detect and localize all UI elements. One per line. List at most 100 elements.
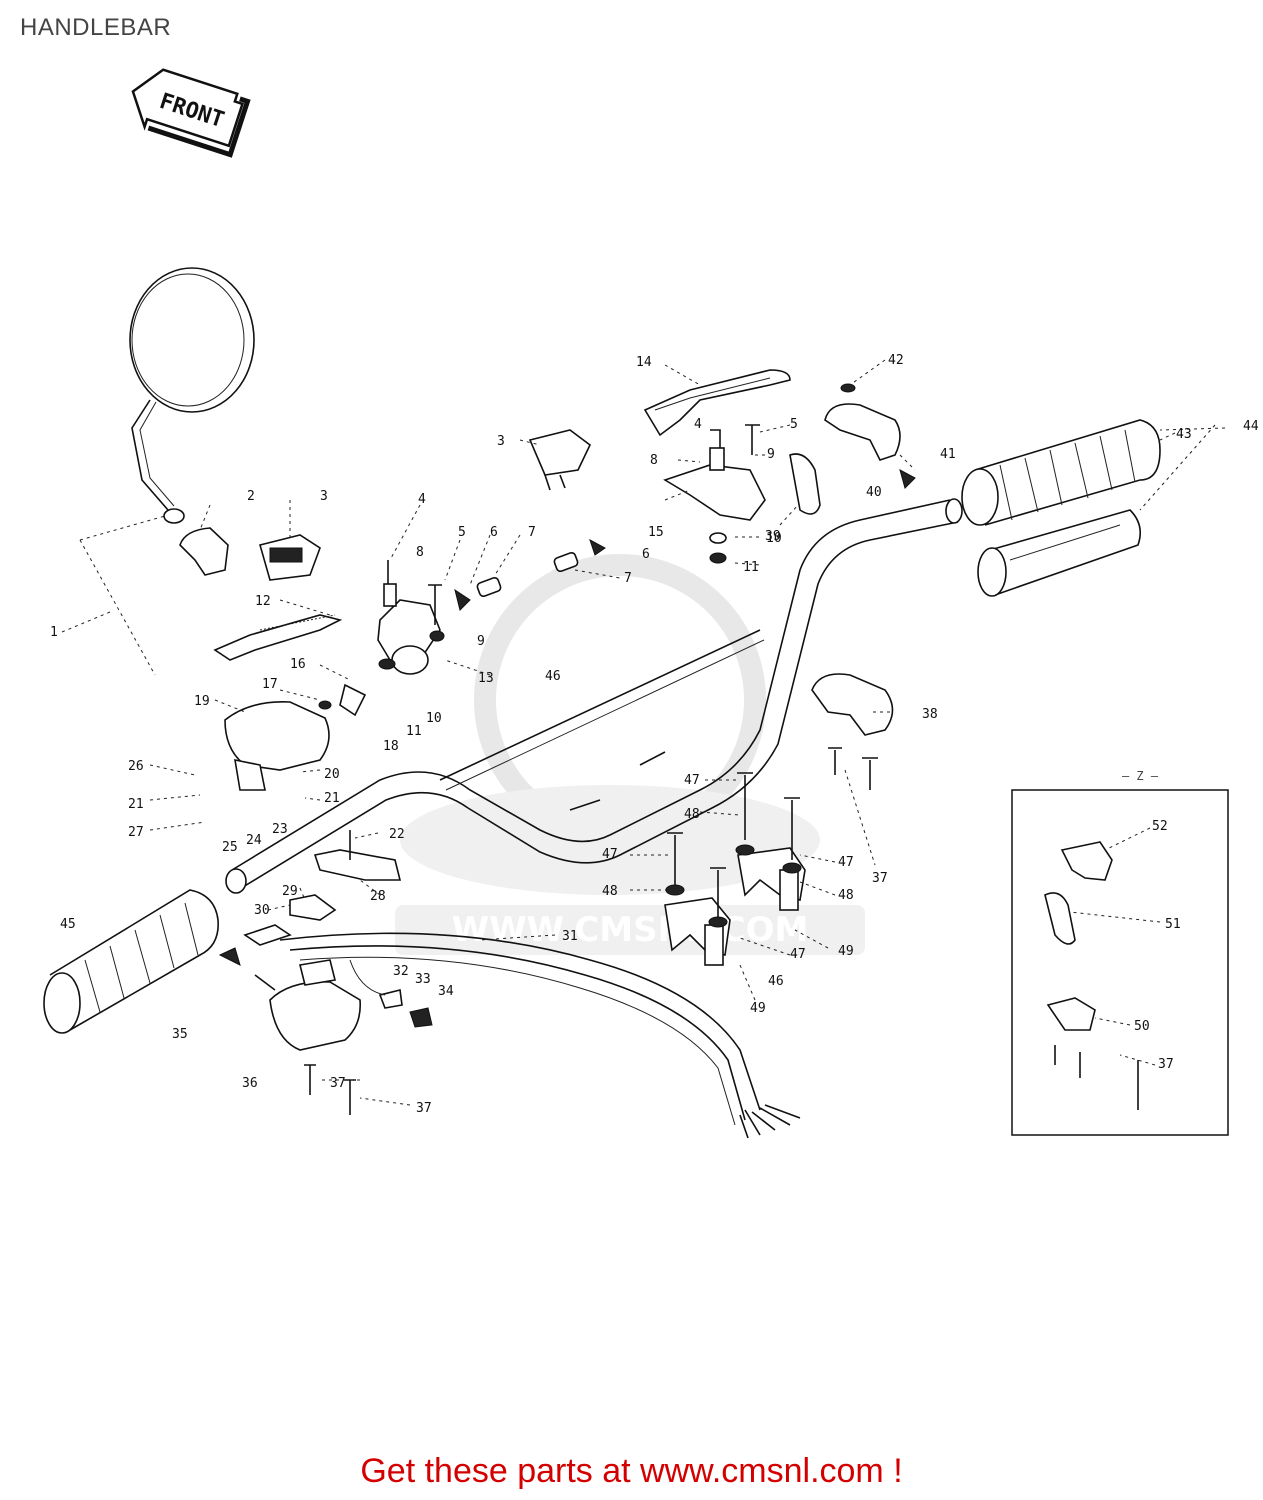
callout-34: 34	[438, 984, 454, 999]
callout-39: 39	[765, 529, 781, 544]
throttle-housing-upper	[824, 383, 916, 489]
footer-link[interactable]: www.cmsnl.com	[640, 1452, 884, 1490]
callout-35: 35	[172, 1027, 188, 1042]
callout-48: 48	[684, 807, 700, 822]
callout-15: 15	[648, 525, 664, 540]
callout-4b: 4	[694, 417, 702, 432]
callout-11b: 11	[743, 560, 759, 575]
right-switch-housing	[218, 924, 433, 1115]
right-grip-upper	[961, 419, 1161, 526]
callout-5b: 5	[790, 417, 798, 432]
callout-38: 38	[922, 707, 938, 722]
callout-33: 33	[415, 972, 431, 987]
callout-52: 52	[1152, 819, 1168, 834]
callout-50: 50	[1134, 1019, 1150, 1034]
footer-promo: Get these parts at www.cmsnl.com !	[0, 1452, 1263, 1491]
leader-lines	[61, 359, 1226, 1106]
mirror	[129, 267, 255, 524]
callout-26: 26	[128, 759, 144, 774]
footer-suffix: !	[883, 1452, 903, 1490]
callout-8: 8	[416, 545, 424, 560]
left-switch-housing	[224, 683, 367, 791]
callout-37: 37	[872, 871, 888, 886]
callout-5: 5	[458, 525, 466, 540]
callout-28: 28	[370, 889, 386, 904]
callout-14: 14	[636, 355, 652, 370]
callout-41: 41	[940, 447, 956, 462]
callout-19: 19	[194, 694, 210, 709]
callout-7: 7	[528, 525, 536, 540]
callout-10: 10	[426, 711, 442, 726]
front-arrow: FRONT	[131, 68, 251, 158]
wiring-harness	[279, 932, 801, 1139]
clutch-lever	[213, 614, 343, 661]
inset-note: — Z —	[1122, 769, 1159, 783]
callout-24: 24	[246, 833, 262, 848]
throttle-housing-lower	[811, 673, 894, 790]
callout-47b: 47	[602, 847, 618, 862]
callout-16: 16	[290, 657, 306, 672]
callout-46b: 46	[768, 974, 784, 989]
callout-7b: 7	[624, 571, 632, 586]
callout-48c: 48	[838, 888, 854, 903]
footer-prefix: Get these parts at	[360, 1452, 641, 1490]
callout-43: 43	[1176, 427, 1192, 442]
handlebar-tube	[225, 498, 963, 894]
callout-9: 9	[477, 634, 485, 649]
callout-44: 44	[1243, 419, 1259, 434]
callout-37b: 37	[330, 1076, 346, 1091]
callout-32: 32	[393, 964, 409, 979]
callout-49b: 49	[750, 1001, 766, 1016]
inset-box: — Z —	[1011, 769, 1229, 1136]
callout-36: 36	[242, 1076, 258, 1091]
callout-3b: 3	[497, 434, 505, 449]
callout-21: 21	[128, 797, 144, 812]
callout-4: 4	[418, 492, 426, 507]
callout-23: 23	[272, 822, 288, 837]
right-grip-lower	[977, 509, 1141, 597]
callout-47d: 47	[790, 947, 806, 962]
choke-bracket	[289, 830, 402, 921]
throttle-sleeve	[789, 453, 821, 515]
left-grip	[43, 889, 219, 1034]
callout-20: 20	[324, 767, 340, 782]
watermark-text: WWW.CMSNL.COM	[452, 910, 809, 950]
callout-labels: 1 2 3 3 4 4 5 5 6 6 7 7 8 8 9 9 10 10 11…	[50, 353, 1259, 1116]
right-lever-holder	[663, 424, 766, 564]
callout-37d: 37	[1158, 1057, 1174, 1072]
callout-45: 45	[60, 917, 76, 932]
callout-31: 31	[562, 929, 578, 944]
callout-46: 46	[545, 669, 561, 684]
callout-27: 27	[128, 825, 144, 840]
callout-51: 51	[1165, 917, 1181, 932]
horn-button-housing	[528, 429, 592, 491]
callout-11: 11	[406, 724, 422, 739]
handlebar-clamps	[664, 772, 806, 966]
callout-22: 22	[389, 827, 405, 842]
callout-42: 42	[888, 353, 904, 368]
callout-25: 25	[222, 840, 238, 855]
callout-6b: 6	[642, 547, 650, 562]
callout-29: 29	[282, 884, 298, 899]
callout-13: 13	[478, 671, 494, 686]
dimmer-switch	[179, 527, 321, 581]
callout-48b: 48	[602, 884, 618, 899]
callout-8b: 8	[650, 453, 658, 468]
page-title: HANDLEBAR	[20, 14, 172, 41]
callout-12: 12	[255, 594, 271, 609]
callout-21b: 21	[324, 791, 340, 806]
brake-lever	[643, 369, 791, 437]
callout-37c: 37	[416, 1101, 432, 1116]
callout-3: 3	[320, 489, 328, 504]
callout-6: 6	[490, 525, 498, 540]
callout-9b: 9	[767, 447, 775, 462]
left-lever-holder	[377, 538, 606, 675]
callout-2: 2	[247, 489, 255, 504]
callout-30: 30	[254, 903, 270, 918]
callout-1: 1	[50, 625, 58, 640]
callout-18: 18	[383, 739, 399, 754]
callout-10b: 10	[766, 531, 782, 546]
callout-49: 49	[838, 944, 854, 959]
callout-40: 40	[866, 485, 882, 500]
